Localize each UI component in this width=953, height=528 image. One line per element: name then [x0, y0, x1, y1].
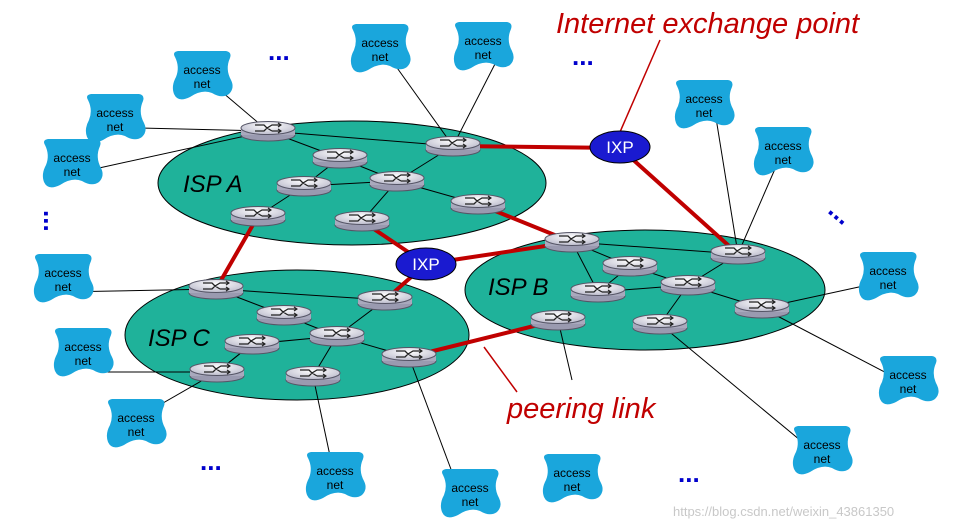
access-net-label-line2: net [475, 48, 492, 62]
watermark: https://blog.csdn.net/weixin_43861350 [673, 504, 894, 519]
router-icon [710, 243, 766, 265]
access-net-label-line2: net [327, 478, 344, 492]
ixp-label: IXP [412, 255, 439, 274]
access-net-label-line1: access [44, 266, 81, 280]
router-icon [570, 281, 626, 303]
access-net-label-line2: net [775, 153, 792, 167]
access-net-label-line2: net [107, 120, 124, 134]
router-icon [189, 361, 245, 383]
router-icon [334, 210, 390, 232]
ellipsis-right: ... [823, 194, 859, 231]
access-net-label-line1: access [685, 92, 722, 106]
access-net-label-line1: access [64, 340, 101, 354]
access-net-label-line2: net [814, 452, 831, 466]
access-net-label-line1: access [803, 438, 840, 452]
access-net-label-line2: net [564, 480, 581, 494]
isp-b-label: ISP B [488, 274, 548, 301]
access-net-label-line1: access [117, 411, 154, 425]
access-net-label-line1: access [764, 139, 801, 153]
peering-callout-pointer [483, 346, 518, 393]
access-net-label-line2: net [880, 278, 897, 292]
ixp-node-middle: IXP [395, 247, 457, 281]
access-net-label-line2: net [55, 280, 72, 294]
router-icon [285, 365, 341, 387]
router-icon [224, 333, 280, 355]
router-icon [230, 205, 286, 227]
isp-c-label: ISP C [148, 325, 210, 352]
access-net-label-line2: net [128, 425, 145, 439]
access-net-label-line1: access [316, 464, 353, 478]
access-net-label-line1: access [361, 36, 398, 50]
router-icon [425, 135, 481, 157]
router-icon [276, 175, 332, 197]
access-net-label-line2: net [194, 77, 211, 91]
router-icon [602, 255, 658, 277]
router-icon [369, 170, 425, 192]
isp-a-label: ISP A [183, 171, 243, 198]
router-icon [188, 278, 244, 300]
access-net-label-line2: net [696, 106, 713, 120]
access-net-label-line1: access [464, 34, 501, 48]
router-icon [450, 193, 506, 215]
ixp-label: IXP [606, 138, 633, 157]
ellipsis-bottom-right: ... [678, 458, 700, 488]
router-icon [256, 304, 312, 326]
ellipsis-bottom-left: ... [200, 446, 222, 476]
router-icon [312, 147, 368, 169]
access-net-label-line1: access [53, 151, 90, 165]
router-icon [530, 309, 586, 331]
access-net-label-line1: access [889, 368, 926, 382]
router-icon [240, 120, 296, 142]
router-icon [544, 231, 600, 253]
access-net-label-line2: net [64, 165, 81, 179]
router-icon [357, 289, 413, 311]
ixp-callout-text: Internet exchange point [556, 8, 861, 40]
ixp-node-top: IXP [589, 130, 651, 164]
access-nets: accessnetaccessnetaccessnetaccessnetacce… [33, 22, 939, 518]
access-net-label-line2: net [462, 495, 479, 509]
ellipsis-top-right: ... [572, 41, 594, 71]
router-icon [632, 313, 688, 335]
access-net-label-line2: net [372, 50, 389, 64]
router-icon [309, 325, 365, 347]
ixp-callout-pointer [619, 39, 661, 133]
access-net-label-line1: access [183, 63, 220, 77]
peering-link-callout-text: peering link [506, 393, 657, 425]
ellipsis-top-left: ... [268, 36, 290, 66]
access-net-label-line1: access [553, 466, 590, 480]
access-net-label-line2: net [75, 354, 92, 368]
router-icon [660, 274, 716, 296]
access-net-label-line1: access [96, 106, 133, 120]
access-net-label-line1: access [869, 264, 906, 278]
router-icon [381, 346, 437, 368]
ellipsis-left: ... [38, 210, 68, 232]
access-net-label-line1: access [451, 481, 488, 495]
router-icon [734, 297, 790, 319]
access-net-label-line2: net [900, 382, 917, 396]
